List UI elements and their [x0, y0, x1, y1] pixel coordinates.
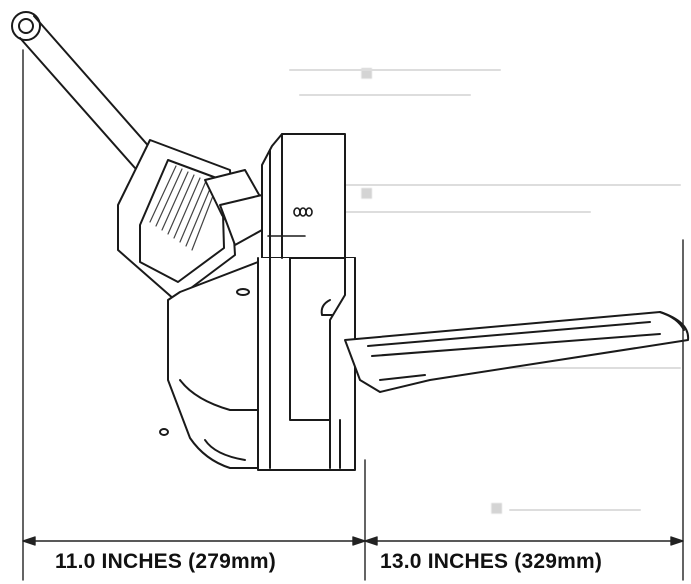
bleed-through-text: ■	[360, 60, 375, 86]
control-buttons	[267, 207, 313, 237]
output-tray	[344, 311, 690, 393]
dimension-label-left: 11.0 INCHES (279mm)	[55, 550, 276, 573]
feeder-paper-stack	[149, 165, 217, 251]
printer-body	[159, 133, 356, 471]
indicator-lamp	[236, 288, 250, 296]
sheet-feeder	[117, 139, 263, 301]
bleed-through-text: ■	[360, 180, 375, 206]
dimension-label-right: 13.0 INCHES (329mm)	[380, 550, 603, 573]
bleed-bullet-2: ■	[360, 180, 376, 205]
bleed-bullet-1: ■	[360, 60, 376, 85]
paper-support-arm	[11, 11, 153, 169]
foot-left	[159, 428, 169, 436]
bleed-bullet-3: ■	[490, 495, 506, 520]
bleed-through-text: ■	[490, 495, 505, 521]
dimension-lines	[22, 49, 684, 581]
